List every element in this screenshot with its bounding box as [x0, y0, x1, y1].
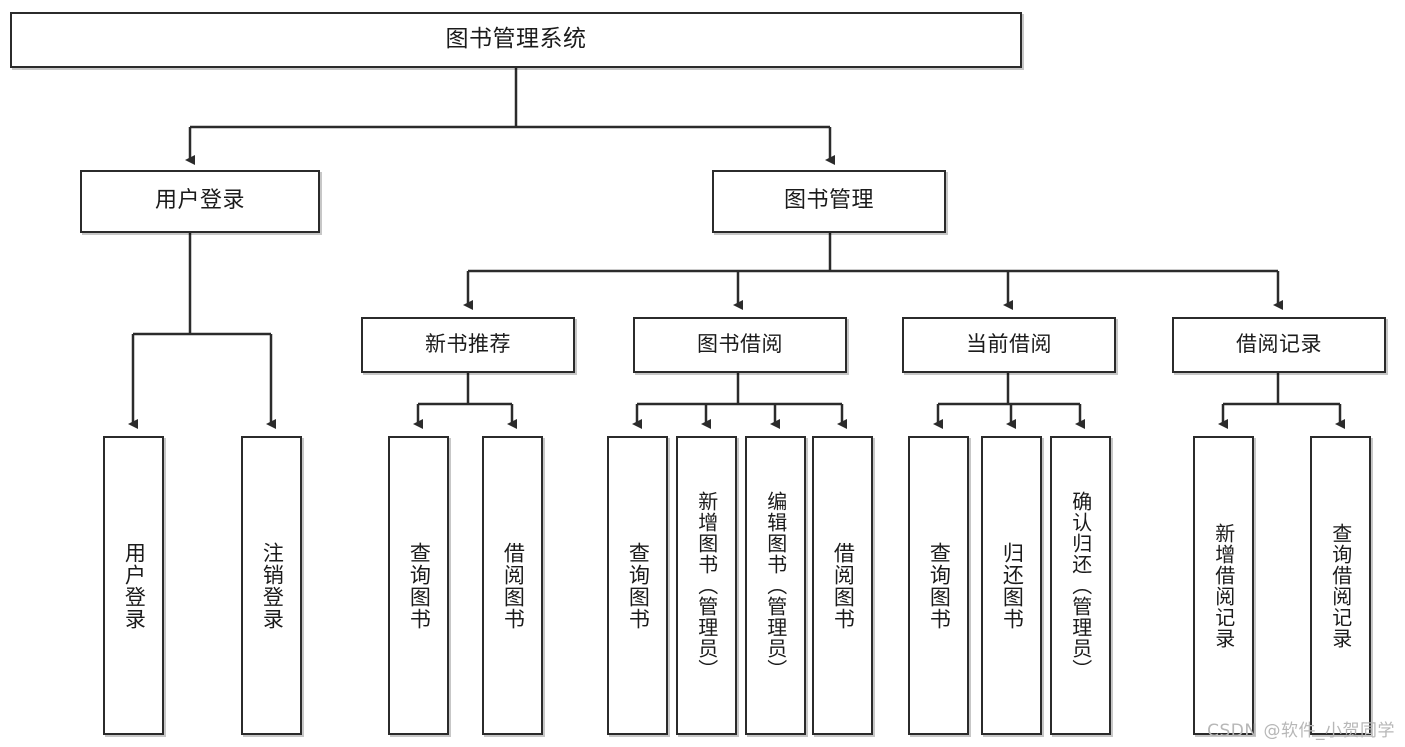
node-borrow-record[interactable]: 借阅记录 — [1172, 317, 1386, 373]
leaf-new-book-query[interactable]: 查询图书 — [388, 436, 449, 735]
watermark: CSDN @软件_小贺同学 — [1207, 721, 1395, 741]
leaf-current-borrow-query-label: 查询图书 — [927, 541, 952, 630]
node-new-book-recommend[interactable]: 新书推荐 — [361, 317, 575, 373]
leaf-borrow-record-query-label: 查询借阅记录 — [1328, 522, 1353, 649]
leaf-user-login-login[interactable]: 用户登录 — [103, 436, 164, 735]
leaf-book-borrow-query-label: 查询图书 — [626, 541, 651, 630]
leaf-book-borrow-edit-label: 编辑图书（管理员） — [763, 491, 788, 680]
node-current-borrow[interactable]: 当前借阅 — [902, 317, 1116, 373]
node-user-login[interactable]: 用户登录 — [80, 170, 320, 233]
node-current-borrow-label: 当前借阅 — [966, 332, 1052, 357]
leaf-current-borrow-return[interactable]: 归还图书 — [981, 436, 1042, 735]
leaf-current-borrow-return-label: 归还图书 — [1000, 541, 1025, 630]
node-book-manage-label: 图书管理 — [783, 188, 874, 214]
node-book-manage[interactable]: 图书管理 — [712, 170, 946, 233]
leaf-new-book-query-label: 查询图书 — [407, 541, 432, 630]
node-root-label: 图书管理系统 — [445, 26, 587, 53]
leaf-book-borrow-add-label: 新增图书（管理员） — [694, 491, 719, 680]
leaf-book-borrow-edit[interactable]: 编辑图书（管理员） — [745, 436, 806, 735]
node-root[interactable]: 图书管理系统 — [10, 12, 1022, 68]
leaf-current-borrow-confirm[interactable]: 确认归还（管理员） — [1050, 436, 1111, 735]
leaf-current-borrow-confirm-label: 确认归还（管理员） — [1068, 491, 1093, 680]
node-new-book-recommend-label: 新书推荐 — [425, 332, 511, 357]
leaf-borrow-record-add[interactable]: 新增借阅记录 — [1193, 436, 1254, 735]
leaf-book-borrow-borrow-label: 借阅图书 — [831, 541, 856, 630]
leaf-new-book-borrow-label: 借阅图书 — [501, 541, 526, 630]
leaf-book-borrow-add[interactable]: 新增图书（管理员） — [676, 436, 737, 735]
leaf-borrow-record-query[interactable]: 查询借阅记录 — [1310, 436, 1371, 735]
leaf-current-borrow-query[interactable]: 查询图书 — [908, 436, 969, 735]
leaf-user-login-logout[interactable]: 注销登录 — [241, 436, 302, 735]
leaf-new-book-borrow[interactable]: 借阅图书 — [482, 436, 543, 735]
node-borrow-record-label: 借阅记录 — [1236, 332, 1322, 357]
leaf-user-login-logout-label: 注销登录 — [260, 541, 285, 630]
leaf-book-borrow-query[interactable]: 查询图书 — [607, 436, 668, 735]
leaf-book-borrow-borrow[interactable]: 借阅图书 — [812, 436, 873, 735]
node-user-login-label: 用户登录 — [154, 188, 245, 214]
leaf-borrow-record-add-label: 新增借阅记录 — [1211, 522, 1236, 649]
leaf-user-login-login-label: 用户登录 — [122, 541, 147, 630]
node-book-borrow[interactable]: 图书借阅 — [633, 317, 847, 373]
node-book-borrow-label: 图书借阅 — [697, 332, 783, 357]
